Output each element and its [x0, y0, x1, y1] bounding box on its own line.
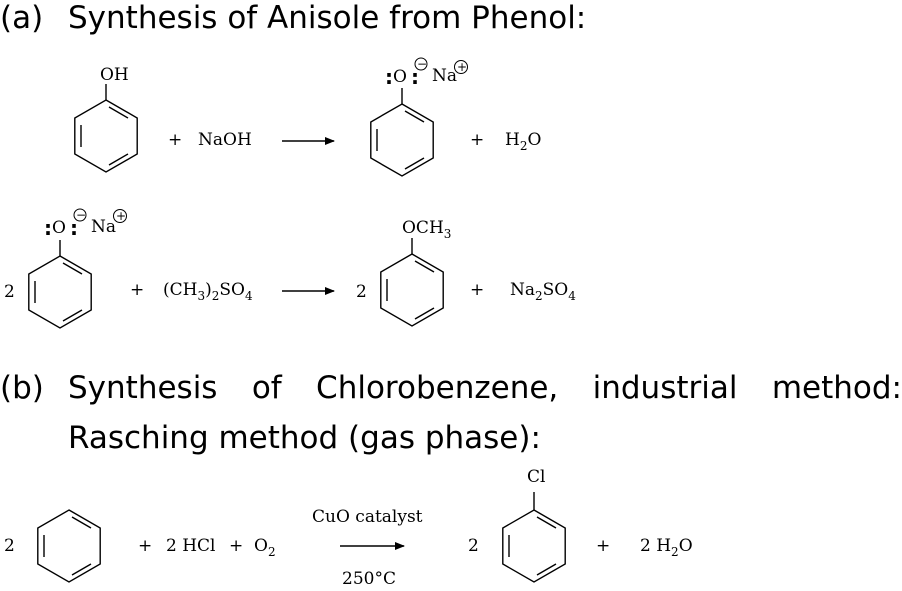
phenoxide-oxygen: O — [52, 218, 66, 238]
plus-sign: + — [168, 130, 182, 150]
coefficient: 2 — [4, 282, 15, 302]
negative-charge-sign: − — [417, 57, 427, 71]
negative-charge-icon — [73, 208, 87, 222]
plus-sign: + — [596, 536, 610, 556]
part-b-title-word: industrial — [592, 370, 738, 406]
benzene-ring — [37, 509, 101, 583]
part-b-label: (b) — [0, 370, 44, 406]
part-b-title-line2: Rasching method (gas phase): — [68, 420, 541, 456]
part-b-label-wrap: (b) — [0, 370, 60, 410]
reagent-oxygen: O2 — [254, 536, 276, 559]
plus-sign: + — [470, 280, 484, 300]
phenol-oh-label: OH — [100, 65, 129, 85]
plus-sign: + — [130, 280, 144, 300]
sodium-cation: Na — [91, 217, 116, 237]
coefficient: 2 — [468, 536, 479, 556]
part-b-title-word: of — [251, 370, 282, 406]
reagent-dimethyl-sulfate: (CH3)2SO4 — [163, 280, 253, 303]
phenol-ring — [74, 99, 138, 173]
part-b-title-word: Chlorobenzene, — [316, 370, 559, 406]
positive-charge-icon — [113, 209, 127, 223]
coefficient: 2 — [356, 282, 367, 302]
byproduct-sodium-sulfate: Na2SO4 — [510, 280, 576, 303]
equation-a2: 2 : : O − Na + + (CH3)2SO4 2 OCH3 + Na2S… — [4, 208, 576, 329]
negative-charge-sign: − — [76, 208, 86, 222]
chlorine-label: Cl — [527, 467, 545, 487]
reagent-naoh: NaOH — [198, 130, 252, 150]
anisole-ring — [380, 253, 444, 327]
part-a-title: Synthesis of Anisole from Phenol: — [68, 0, 587, 36]
lone-pair-dots: : — [44, 216, 52, 240]
plus-sign: + — [138, 536, 152, 556]
plus-sign: + — [229, 536, 243, 556]
part-a-heading: (a) Synthesis of Anisole from Phenol: — [0, 0, 902, 40]
plus-sign: + — [470, 130, 484, 150]
byproduct-water: 2 H2O — [640, 536, 693, 559]
part-b-title-line1: Synthesis of Chlorobenzene, industrial m… — [68, 370, 902, 406]
equation-b: 2 + 2 HCl + O2 CuO catalyst 250°C 2 Cl +… — [4, 467, 693, 589]
lone-pair-dots: : — [70, 216, 78, 240]
byproduct-water: H2O — [505, 130, 541, 153]
positive-charge-sign: + — [457, 60, 467, 74]
catalyst-label: CuO catalyst — [312, 507, 423, 527]
phenoxide-ring — [28, 255, 92, 329]
temperature-label: 250°C — [342, 569, 396, 589]
phenoxide-oxygen: O — [393, 67, 407, 87]
coefficient: 2 — [4, 536, 15, 556]
sodium-cation: Na — [432, 66, 457, 86]
lone-pair-dots: : — [411, 65, 419, 89]
phenoxide-ring — [370, 103, 434, 177]
equation-a1: OH + NaOH : : O − Na + + H2O — [74, 57, 541, 177]
chlorobenzene-ring — [502, 509, 566, 583]
anisole-och3-label: OCH3 — [402, 218, 451, 241]
part-a-label: (a) — [0, 0, 44, 36]
part-b-title-word: Synthesis — [68, 370, 218, 406]
part-b-title-line2-wrap: Rasching method (gas phase): — [68, 420, 668, 460]
positive-charge-sign: + — [116, 209, 126, 223]
reagent-hcl: 2 HCl — [166, 536, 216, 556]
lone-pair-dots: : — [385, 65, 393, 89]
negative-charge-icon — [414, 57, 428, 71]
part-b-title-word: method: — [771, 370, 902, 406]
positive-charge-icon — [454, 60, 468, 74]
